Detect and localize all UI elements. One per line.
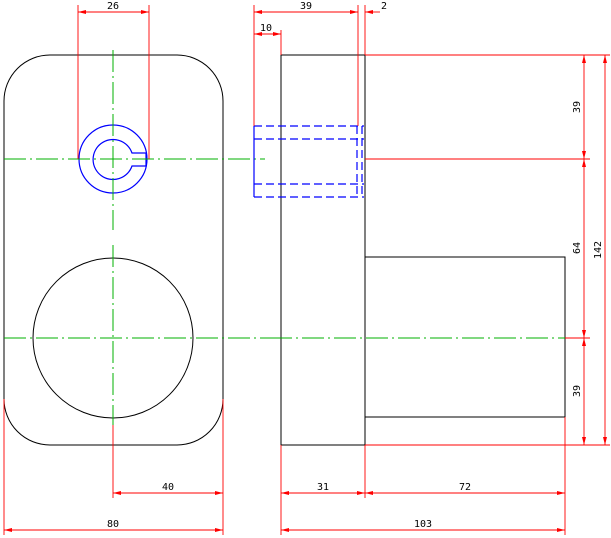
side-view <box>253 54 590 446</box>
dim-side-gap: 2 <box>381 1 387 12</box>
dim-keyway-width: 26 <box>107 1 119 12</box>
side-view-body <box>280 54 366 446</box>
dim-side-hole-offset: 10 <box>260 23 272 34</box>
front-small-bore-keyway <box>92 138 147 181</box>
dim-side-top-width: 39 <box>300 1 312 12</box>
front-view <box>3 50 270 446</box>
front-view-outline <box>3 54 224 446</box>
dim-right-top: 39 <box>572 101 583 113</box>
dim-side-right-width: 72 <box>459 482 471 493</box>
dimension-lines <box>3 5 610 535</box>
dim-side-left-width: 31 <box>317 482 329 493</box>
side-view-boss <box>365 256 566 418</box>
dim-side-total-width: 103 <box>414 519 432 530</box>
dimension-labels: 26 39 2 10 39 64 39 142 40 80 31 72 103 <box>107 1 604 530</box>
dim-front-half-width: 40 <box>162 482 174 493</box>
dim-right-total: 142 <box>593 241 604 259</box>
dim-front-width: 80 <box>107 519 119 530</box>
dim-right-bottom: 39 <box>572 385 583 397</box>
dim-right-middle: 64 <box>572 242 583 254</box>
